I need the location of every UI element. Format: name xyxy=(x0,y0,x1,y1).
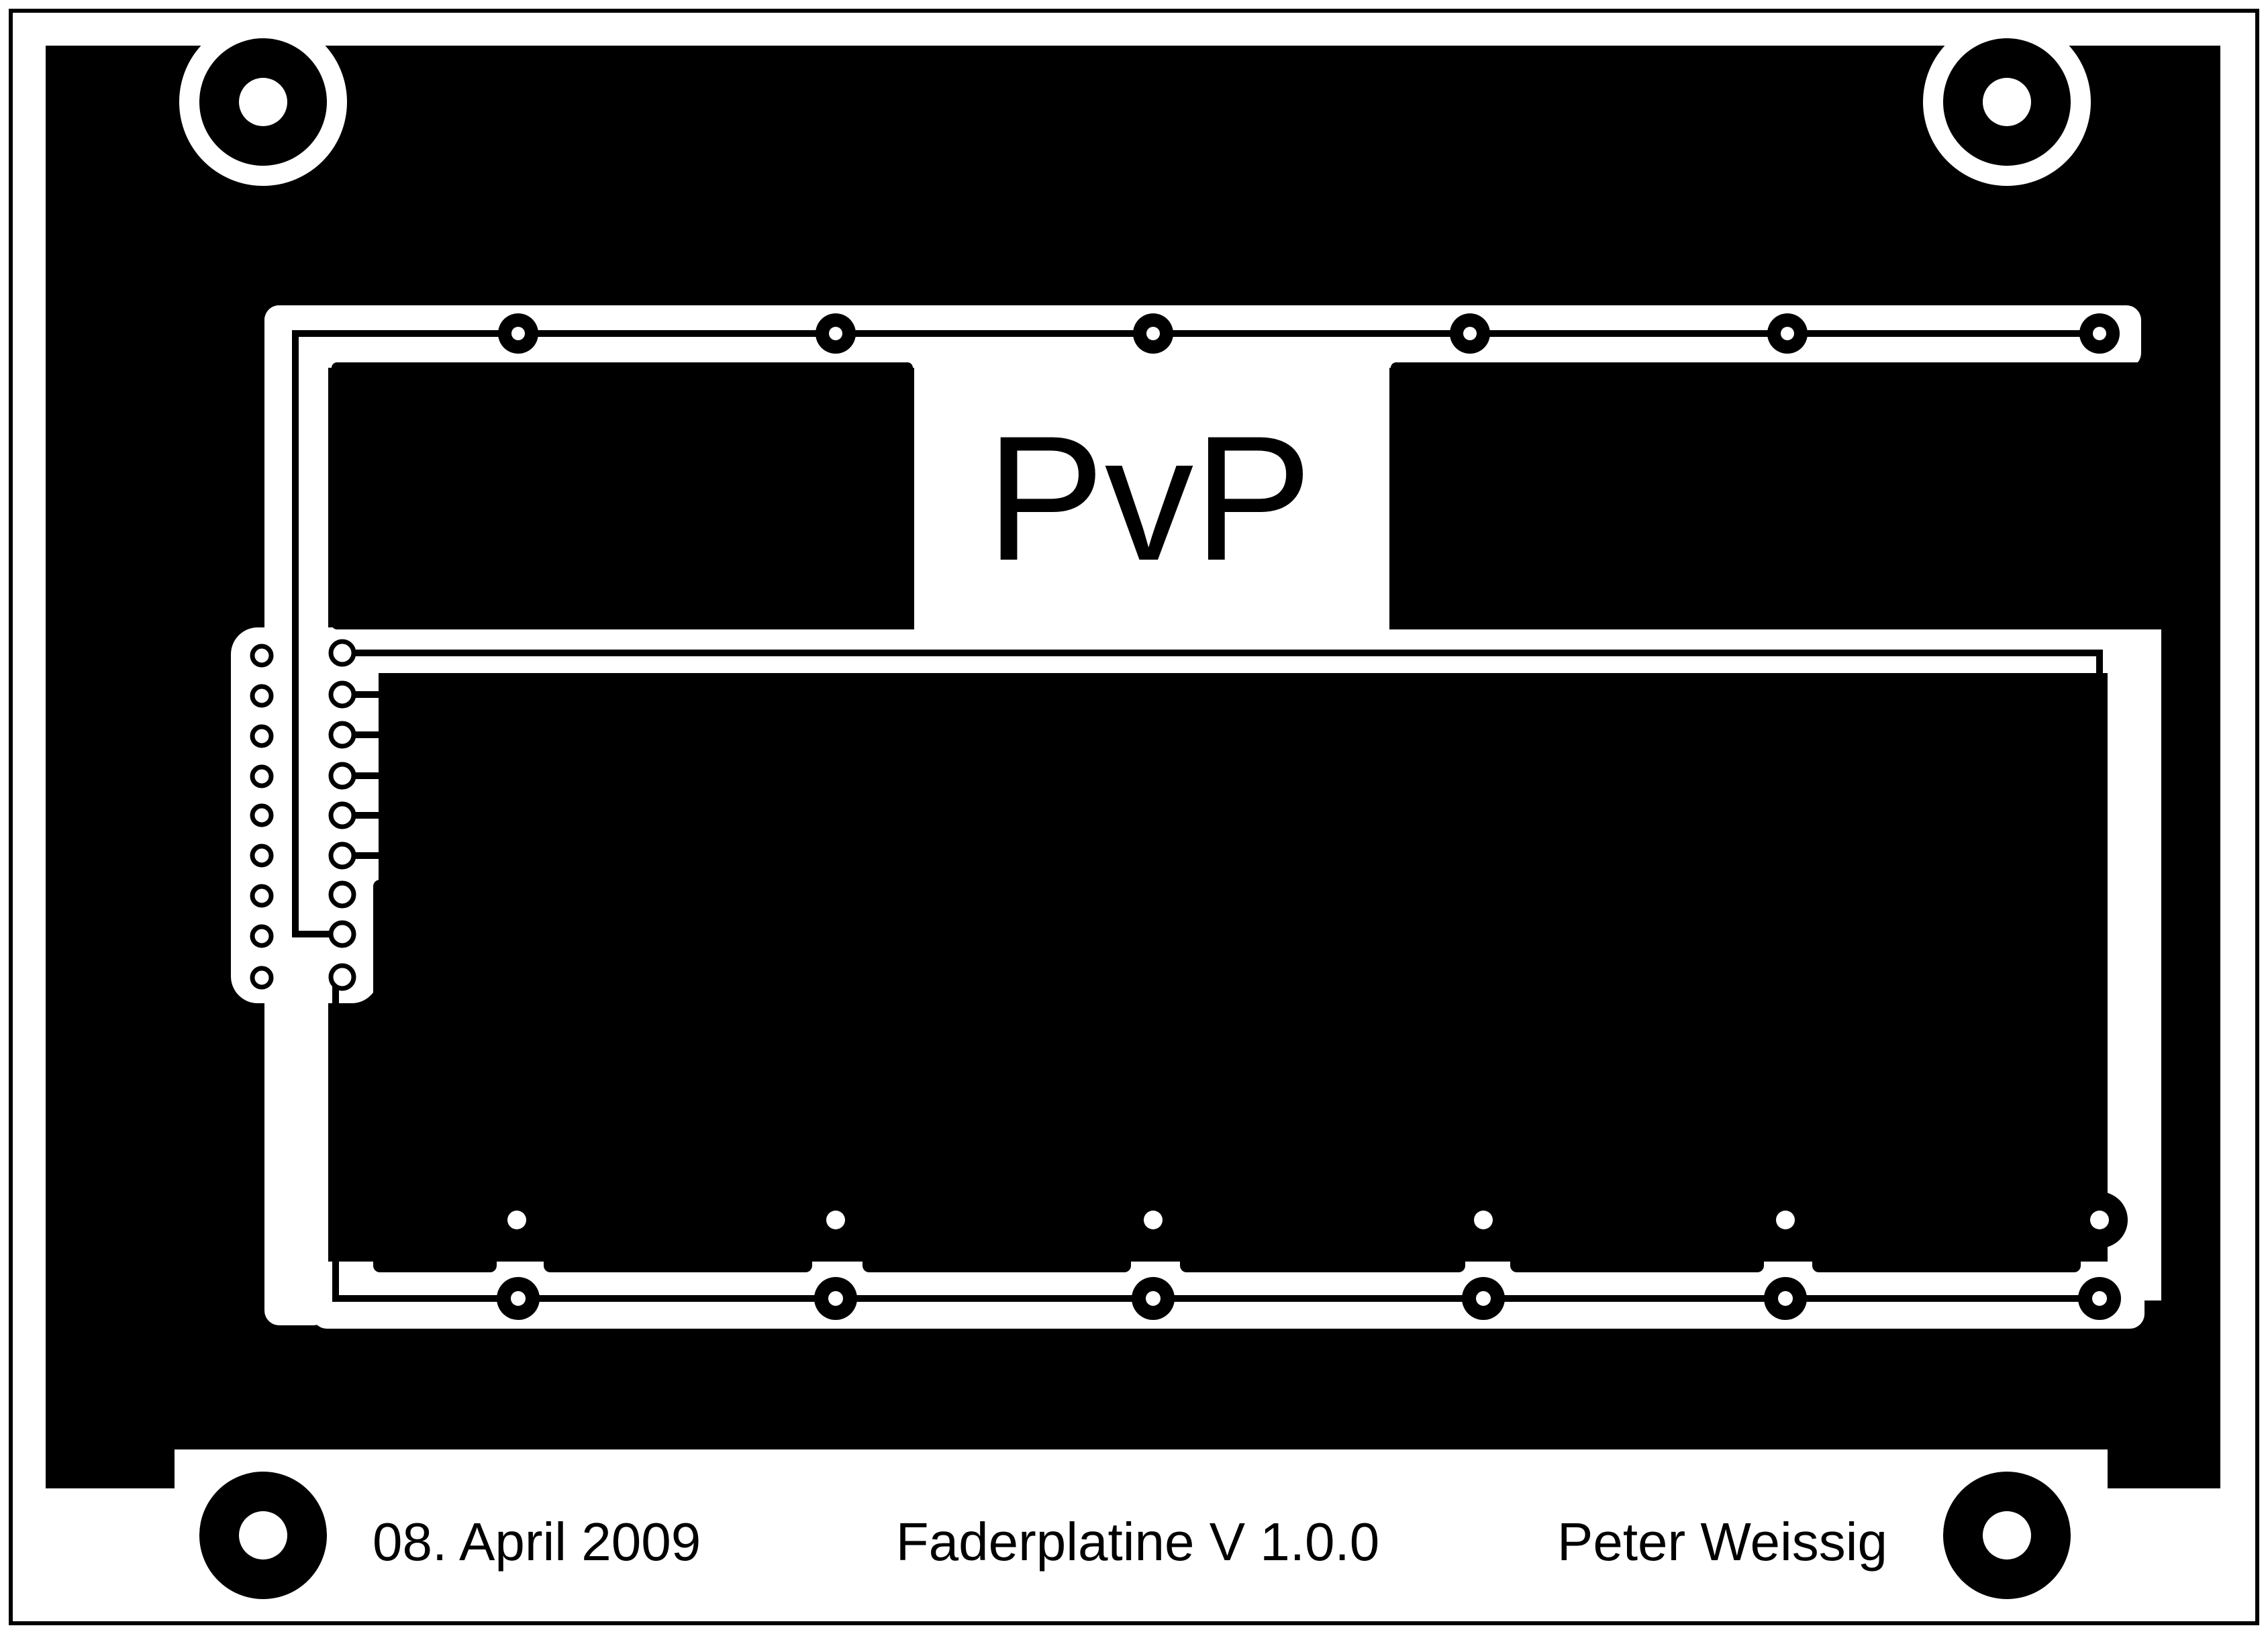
footer-author: Peter Weissig xyxy=(1557,1512,1887,1572)
connector-header xyxy=(250,639,356,991)
fader-block-3 xyxy=(862,799,1131,1272)
fader-blocks xyxy=(373,678,2081,1272)
trace-fader-5 xyxy=(342,691,1789,1220)
trace-fader-6 xyxy=(342,650,2103,1220)
wiper-pad-row xyxy=(489,1192,2128,1248)
pads xyxy=(489,313,2128,1320)
fader-block-5 xyxy=(1510,719,1764,1272)
top-bus-trace xyxy=(292,330,2100,937)
fader-block-2 xyxy=(544,839,812,1272)
footer-date: 08. April 2009 xyxy=(373,1512,701,1572)
mounting-holes xyxy=(179,18,2091,1619)
fader-block-4 xyxy=(1180,759,1465,1272)
bottom-pad-row xyxy=(497,1277,2121,1320)
footer-title: Faderplatine V 1.0.0 xyxy=(896,1512,1379,1572)
trace-fader-4 xyxy=(342,731,1487,1220)
trace-fader-2 xyxy=(342,812,839,1220)
fader-block-6 xyxy=(1812,678,2081,1272)
fader-block-1 xyxy=(373,880,497,1272)
mounting-hole-top-right xyxy=(1923,18,2091,186)
top-pad-row xyxy=(498,313,2120,354)
trace-fader-1 xyxy=(342,852,520,1220)
mounting-hole-bottom-right xyxy=(1923,1451,2091,1619)
trace-fader-3 xyxy=(342,772,1156,1220)
traces xyxy=(292,330,2103,1302)
mounting-hole-top-left xyxy=(179,18,347,186)
logo-text: PvP xyxy=(986,399,1312,598)
upper-blocks xyxy=(332,362,2142,629)
mounting-hole-bottom-left xyxy=(179,1451,347,1619)
